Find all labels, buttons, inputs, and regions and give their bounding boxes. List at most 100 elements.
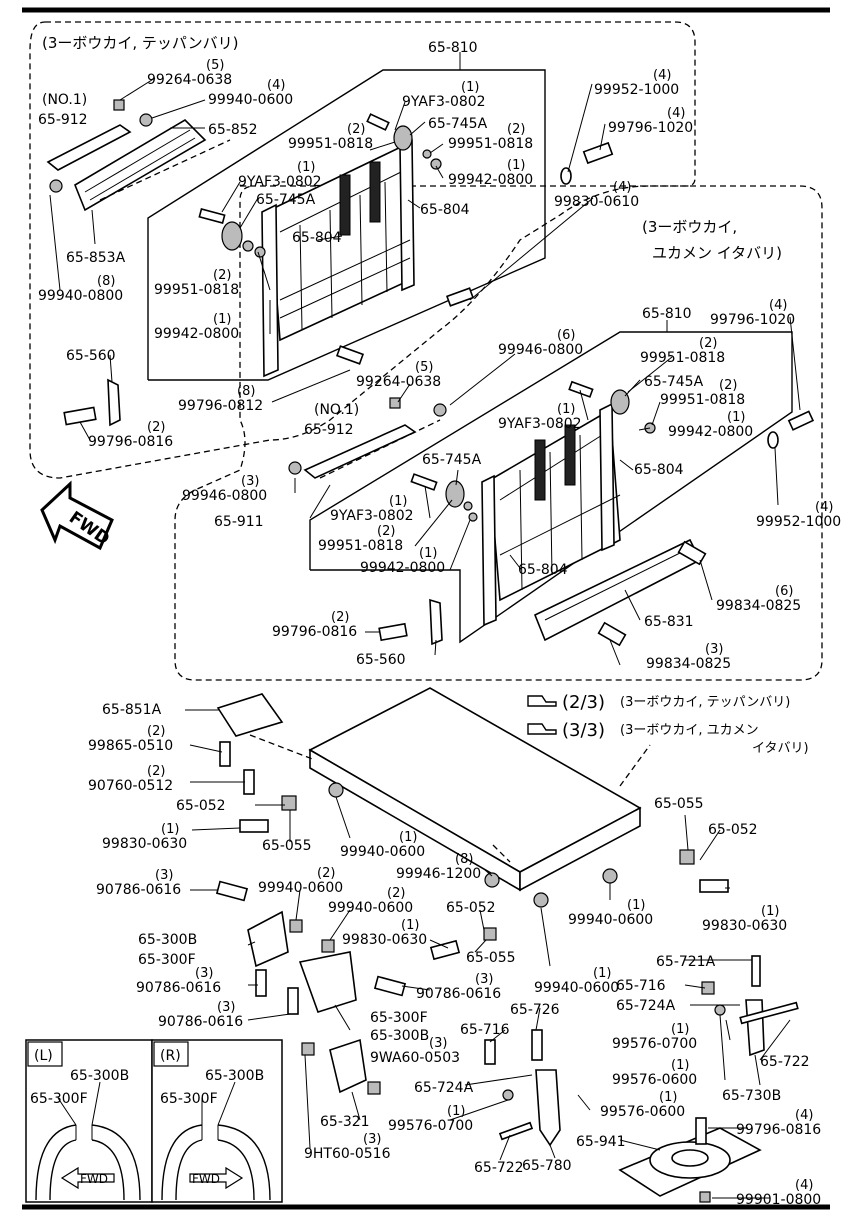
callout-no1-b: (NO.1)	[314, 402, 359, 418]
quantity-label: (5)	[415, 360, 433, 375]
callout-65-745A-a: 65-745A	[428, 116, 488, 132]
callout-65-052-a: 65-052	[176, 798, 226, 814]
part-number-label: 99576-0700	[612, 1036, 697, 1052]
quantity-label: (2)	[147, 764, 165, 779]
part-number-label: 9YAF3-0802	[330, 508, 414, 524]
callout-99946-1200: 99946-1200(8)	[396, 852, 481, 882]
pointing-hand-icon-3-3	[527, 723, 557, 735]
part-number-label: 65-804	[420, 202, 470, 218]
callout-99865-0510: 99865-0510(2)	[88, 724, 173, 754]
callout-labels: 99264-0638(5)(NO.1)65-91299940-0600(4)65…	[38, 40, 841, 1208]
callout-9YAF3-0802-c: 9YAF3-0802(1)	[498, 402, 582, 432]
part-number-label: 65-745A	[256, 192, 316, 208]
part-number-label: 65-852	[208, 122, 258, 138]
callout-9YAF3-0802-b: 9YAF3-0802(1)	[238, 160, 322, 190]
part-number-label: 65-941	[576, 1134, 626, 1150]
callout-90760-0512: 90760-0512(2)	[88, 764, 173, 794]
callout-99952-1000-b: 99952-1000(4)	[756, 500, 841, 530]
quantity-label: (2)	[213, 268, 231, 283]
part-number-label: 65-052	[708, 822, 758, 838]
part-number-label: 65-300F	[138, 952, 196, 968]
callout-65-560-b: 65-560	[356, 652, 406, 668]
callout-65-560-a: 65-560	[66, 348, 116, 364]
inset-labels: (L) 65-300B 65-300F FWD (R) 65-300B 65-3…	[30, 1048, 264, 1186]
inset-left-label-b: 65-300B	[70, 1068, 129, 1084]
callout-65-804-a: 65-804	[420, 202, 470, 218]
callout-99940-0600-f: 99940-0600(1)	[534, 966, 619, 996]
part-number-label: 9YAF3-0802	[498, 416, 582, 432]
part-number-label: 65-300B	[138, 932, 197, 948]
part-number-label: 99951-0818	[448, 136, 533, 152]
part-number-label: 99942-0800	[154, 326, 239, 342]
part-number-label: 65-722	[474, 1160, 524, 1176]
part-number-label: (NO.1)	[314, 402, 359, 418]
quantity-label: (1)	[727, 410, 745, 425]
callout-99942-0800-d: 99942-0800(1)	[360, 546, 445, 576]
part-number-label: 65-716	[616, 978, 666, 994]
part-number-label: 65-804	[634, 462, 684, 478]
callout-99576-0700-b: 99576-0700(1)	[388, 1104, 473, 1134]
part-number-label: 65-726	[510, 1002, 560, 1018]
callout-65-052-c: 65-052	[446, 900, 496, 916]
callout-99830-0630-b: 99830-0630(1)	[342, 918, 427, 948]
part-number-label: 65-300F	[370, 1010, 428, 1026]
part-number-label: 65-321	[320, 1114, 370, 1130]
callout-65-300F-b: 65-300F	[370, 1010, 428, 1026]
callout-65-804-c: 65-804	[634, 462, 684, 478]
ref-3-3-text-1: (3ーボウカイ, ユカメン	[620, 723, 759, 738]
quantity-label: (1)	[401, 918, 419, 933]
quantity-label: (1)	[627, 898, 645, 913]
part-number-label: 65-804	[518, 562, 568, 578]
part-number-label: 99576-0600	[600, 1104, 685, 1120]
quantity-label: (6)	[775, 584, 793, 599]
part-number-label: 99901-0800	[736, 1192, 821, 1208]
callout-99576-0600-a: 99576-0600(1)	[612, 1058, 697, 1088]
inset-left	[25, 1039, 153, 1203]
inset-right-label-b: 65-300B	[205, 1068, 264, 1084]
quantity-label: (4)	[267, 78, 285, 93]
group3-title-2: ユカメン イタバリ)	[652, 244, 782, 262]
part-number-label: 9YAF3-0802	[238, 174, 322, 190]
group2-title: (3ーボウカイ, テッパンバリ)	[42, 34, 239, 52]
part-number-label: 65-560	[356, 652, 406, 668]
callout-65-911: 65-911	[214, 514, 264, 530]
callout-99940-0600-d: 99940-0600(2)	[328, 886, 413, 916]
inset-right-tag: (R)	[160, 1048, 181, 1064]
callout-99940-0600-e: 99940-0600(1)	[568, 898, 653, 928]
quantity-label: (1)	[461, 80, 479, 95]
part-number-label: 65-745A	[644, 374, 704, 390]
part-number-label: 65-300B	[370, 1028, 429, 1044]
callout-99940-0600-a: 99940-0600(4)	[208, 78, 293, 108]
callout-99796-0816-c: 99796-0816(4)	[736, 1108, 821, 1138]
callout-99951-0818-b: 99951-0818(2)	[448, 122, 533, 152]
part-number-label: 65-810	[428, 40, 478, 56]
callout-99946-0800-b: 99946-0800(3)	[182, 474, 267, 504]
part-number-label: 99264-0638	[147, 72, 232, 88]
quantity-label: (2)	[699, 336, 717, 351]
part-number-label: 99951-0818	[318, 538, 403, 554]
callout-65-810-a: 65-810	[428, 40, 478, 56]
part-number-label: 65-780	[522, 1158, 572, 1174]
quantity-label: (2)	[347, 122, 365, 137]
hardware-middle	[288, 380, 815, 647]
part-number-label: 65-721A	[656, 954, 716, 970]
ref-3-3-text-2: イタバリ)	[752, 741, 809, 756]
part-number-label: 65-745A	[422, 452, 482, 468]
quantity-label: (3)	[241, 474, 259, 489]
part-number-label: 99796-1020	[710, 312, 795, 328]
inset-left-label-f: 65-300F	[30, 1091, 88, 1107]
callout-65-851A: 65-851A	[102, 702, 162, 718]
callout-99576-0700-a: 99576-0700(1)	[612, 1022, 697, 1052]
ref-2-3-num: (2/3)	[562, 692, 605, 713]
callout-99796-1020-a: 99796-1020(4)	[608, 106, 693, 136]
part-number-label: 99830-0630	[702, 918, 787, 934]
callout-99834-0825-b: 99834-0825(3)	[646, 642, 731, 672]
part-number-label: 65-055	[654, 796, 704, 812]
part-number-label: 99940-0800	[38, 288, 123, 304]
callout-99940-0600-c: 99940-0600(2)	[258, 866, 343, 896]
quantity-label: (3)	[217, 1000, 235, 1015]
callout-65-055-b: 65-055	[654, 796, 704, 812]
quantity-label: (6)	[557, 328, 575, 343]
part-number-label: 99576-0700	[388, 1118, 473, 1134]
part-number-label: 65-851A	[102, 702, 162, 718]
